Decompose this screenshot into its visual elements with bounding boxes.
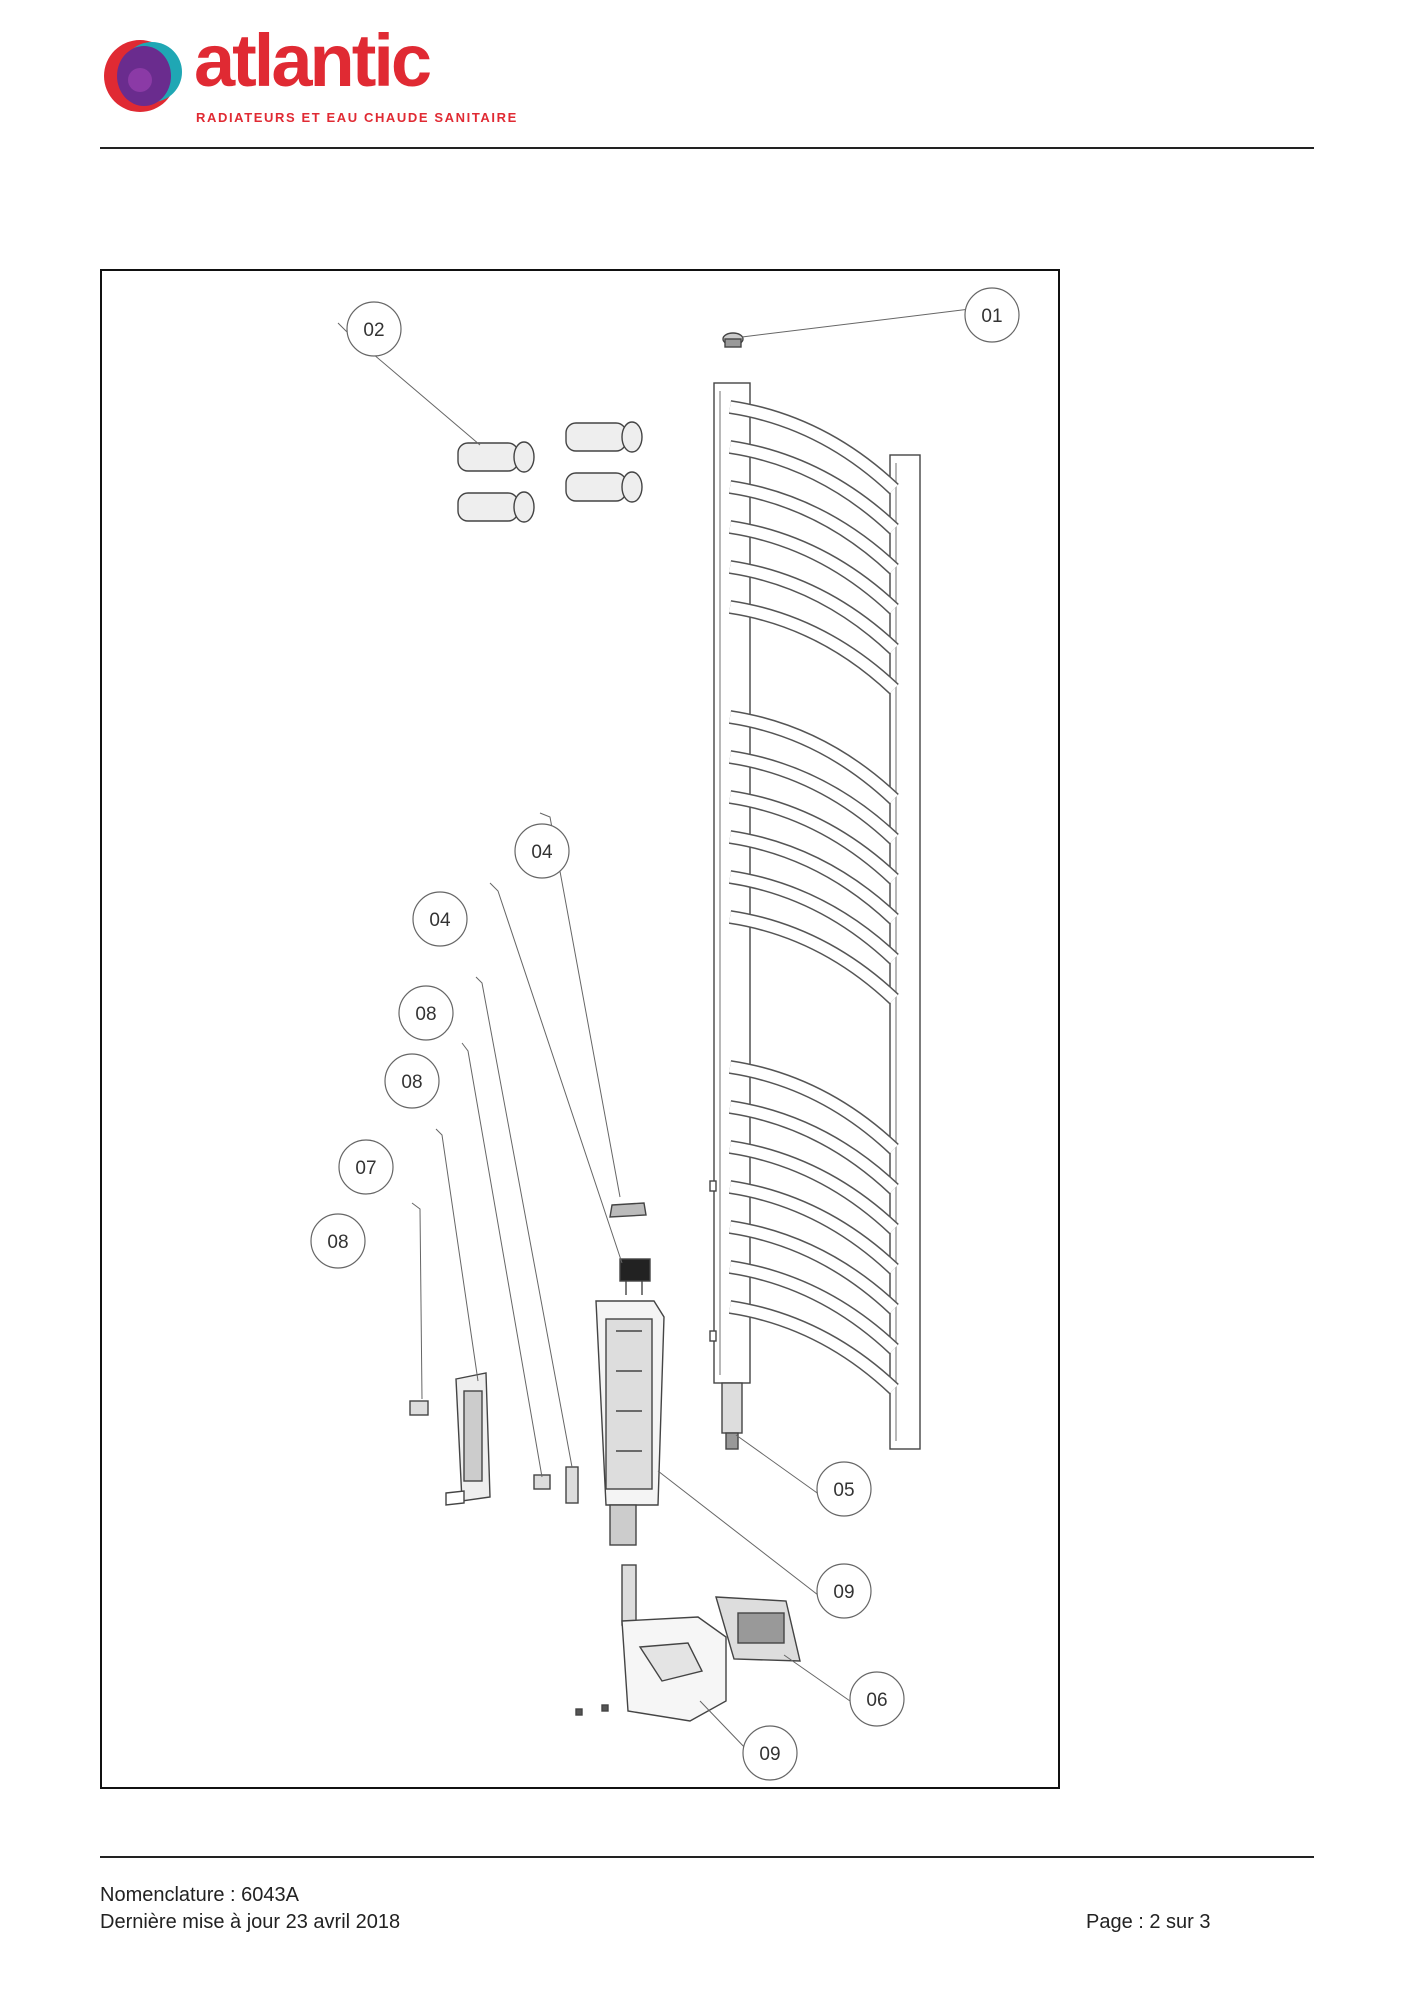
- svg-text:04: 04: [429, 910, 451, 931]
- svg-text:08: 08: [327, 1232, 348, 1253]
- svg-text:08: 08: [401, 1072, 422, 1093]
- part-rocker-switch: [619, 1258, 651, 1295]
- exploded-parts-diagram: 01 02 04 04 08 08: [100, 269, 1060, 1789]
- svg-text:05: 05: [833, 1480, 854, 1501]
- part-cap: [722, 332, 744, 348]
- callout-04: 04: [412, 891, 468, 947]
- callout-05: 05: [816, 1461, 872, 1517]
- part-housing-cover: [575, 1564, 727, 1722]
- callout-06: 06: [849, 1671, 905, 1727]
- towel-radiator: [709, 382, 921, 1450]
- page-number: Page : 2 sur 3: [1086, 1911, 1211, 1933]
- header-divider: [100, 147, 1314, 149]
- footer-divider: [100, 1856, 1314, 1858]
- callout-04: 04: [514, 823, 570, 879]
- part-clip: [565, 1466, 579, 1504]
- atlantic-logo: atlantic RADIATEURS ET EAU CHAUDE SANITA…: [100, 19, 520, 130]
- callout-01: 01: [964, 287, 1020, 343]
- part-wall-brackets: [457, 421, 643, 523]
- part-switch-cover: [609, 1202, 647, 1218]
- part-clip: [533, 1474, 551, 1490]
- callout-08: 08: [384, 1053, 440, 1109]
- callout-02: 02: [346, 301, 402, 357]
- svg-text:07: 07: [355, 1158, 376, 1179]
- callout-09: 09: [742, 1725, 798, 1781]
- svg-text:06: 06: [866, 1690, 887, 1711]
- last-update-label: Dernière mise à jour 23 avril 2018: [100, 1911, 401, 1933]
- svg-text:01: 01: [981, 306, 1002, 327]
- part-connector: [409, 1400, 429, 1416]
- callout-08: 08: [310, 1213, 366, 1269]
- part-display-module: [715, 1596, 801, 1662]
- atlantic-logo-icon: [104, 40, 182, 112]
- svg-text:08: 08: [415, 1004, 436, 1025]
- part-control-board: [445, 1372, 491, 1506]
- brand-tagline: RADIATEURS ET EAU CHAUDE SANITAIRE: [196, 110, 518, 125]
- svg-text:09: 09: [833, 1582, 854, 1603]
- callout-09: 09: [816, 1563, 872, 1619]
- svg-text:02: 02: [363, 320, 384, 341]
- callout-07: 07: [338, 1139, 394, 1195]
- callout-08: 08: [398, 985, 454, 1041]
- part-control-housing: [595, 1300, 665, 1546]
- svg-text:04: 04: [531, 842, 553, 863]
- part-heating-element: [721, 1382, 743, 1450]
- svg-text:09: 09: [759, 1744, 780, 1765]
- brand-name: atlantic: [194, 19, 432, 102]
- nomenclature-label: Nomenclature : 6043A: [100, 1884, 300, 1906]
